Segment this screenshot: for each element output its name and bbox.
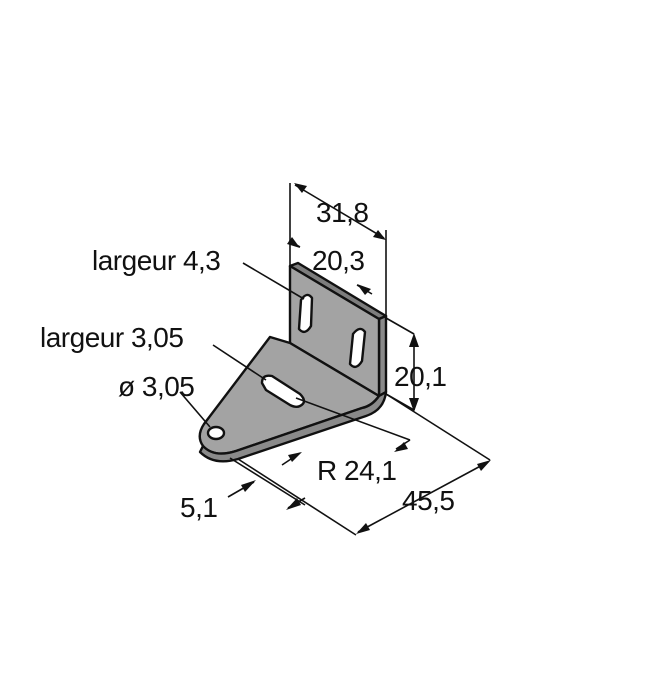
base-plate-edge [198, 390, 388, 463]
dimension-labels: 31,8 20,3 largeur 4,3 largeur 3,05 ø 3,0… [40, 197, 455, 523]
hole-leader [179, 391, 211, 428]
dim-31-8-label: 31,8 [316, 197, 369, 228]
vertical-slot-right [348, 327, 367, 369]
dim-20-3-label: 20,3 [312, 245, 365, 276]
slot-width-lower-label: largeur 3,05 [40, 322, 183, 353]
mounting-hole [206, 425, 226, 441]
radius-label: R 24,1 [317, 455, 397, 486]
dim-31-8-line [294, 184, 385, 239]
dim-5-1-label: 5,1 [180, 492, 217, 523]
vertical-slot-left [297, 293, 314, 334]
angle-bracket [198, 261, 388, 463]
hole-diameter-label: ø 3,05 [118, 371, 194, 402]
slot-upper-leader [242, 262, 305, 300]
radius-leader [295, 397, 411, 441]
slot-width-upper-label: largeur 4,3 [92, 245, 220, 276]
slot-lower-leader [212, 344, 267, 381]
dim-45-5-line [357, 461, 489, 533]
dimensions [179, 183, 491, 536]
dim-45-5-label: 45,5 [402, 485, 455, 516]
bend-line [289, 342, 380, 397]
dim-20-1-label: 20,1 [394, 361, 447, 392]
